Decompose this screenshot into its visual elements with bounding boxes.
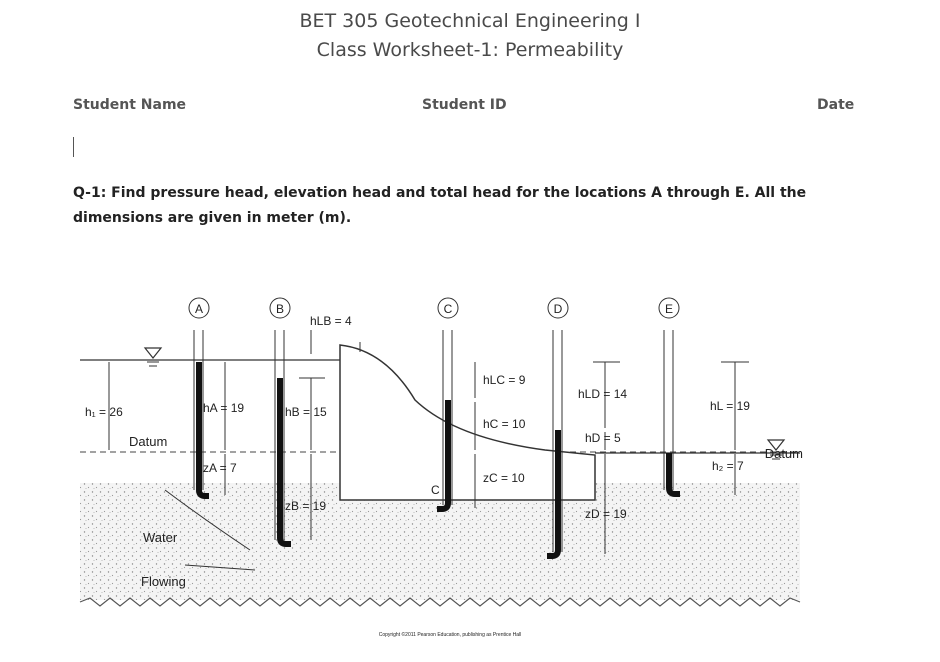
- question-line1: Q-1: Find pressure head, elevation head …: [73, 185, 807, 201]
- worksheet-title-line2: Class Worksheet-1: Permeability: [316, 39, 624, 61]
- permeability-figure: A B C D E: [79, 297, 803, 638]
- c-small-label: C: [431, 483, 440, 497]
- piezometer-E: E: [658, 297, 680, 497]
- hA-label: hA = 19: [203, 401, 244, 415]
- student-id-label: Student ID: [422, 97, 507, 113]
- worksheet-title-line1: BET 305 Geotechnical Engineering I: [299, 10, 641, 32]
- water-label: Water: [143, 530, 178, 545]
- hC-label: hC = 10: [483, 417, 526, 431]
- zB-label: zB = 19: [285, 499, 326, 513]
- label-E: E: [665, 302, 673, 316]
- hLC-label: hLC = 9: [483, 373, 526, 387]
- hL-label: hL = 19: [710, 399, 750, 413]
- hD-label: hD = 5: [585, 431, 621, 445]
- flow-arrow-2: [184, 564, 256, 571]
- dam-structure: [339, 344, 596, 501]
- date-label: Date: [817, 97, 855, 113]
- dimension-lines: [108, 330, 749, 554]
- zA-label: zA = 7: [203, 461, 237, 475]
- water-table-marker-right: [766, 439, 786, 451]
- piezometer-D: D: [547, 297, 569, 559]
- hB-label: hB = 15: [285, 405, 327, 419]
- label-D: D: [554, 302, 563, 316]
- piezometer-B: B: [269, 297, 291, 547]
- h2-label: h₂ = 7: [712, 459, 744, 473]
- piezometer-A: A: [188, 297, 210, 499]
- datum-left-label: Datum: [129, 434, 167, 449]
- label-C: C: [444, 302, 453, 316]
- text-cursor[interactable]: [73, 137, 74, 157]
- hLD-label: hLD = 14: [578, 387, 627, 401]
- hLB-label: hLB = 4: [310, 314, 352, 328]
- question-line2: dimensions are given in meter (m).: [73, 210, 352, 226]
- impermeable-base: [79, 597, 801, 607]
- zD-label: zD = 19: [585, 507, 627, 521]
- water-table-marker-left: [143, 347, 163, 359]
- label-A: A: [195, 302, 203, 316]
- flow-arrow-1: [164, 489, 251, 551]
- datum-right-label: Datum: [765, 446, 803, 461]
- soil-layer: [80, 483, 800, 600]
- piezometer-C: C: [437, 297, 459, 512]
- h1-label: h₁ = 26: [85, 405, 123, 419]
- copyright-text: Copyright ©2011 Pearson Education, publi…: [379, 631, 522, 638]
- zC-label: zC = 10: [483, 471, 525, 485]
- label-B: B: [276, 302, 284, 316]
- student-name-label: Student Name: [73, 97, 187, 113]
- flowing-label: Flowing: [141, 574, 186, 589]
